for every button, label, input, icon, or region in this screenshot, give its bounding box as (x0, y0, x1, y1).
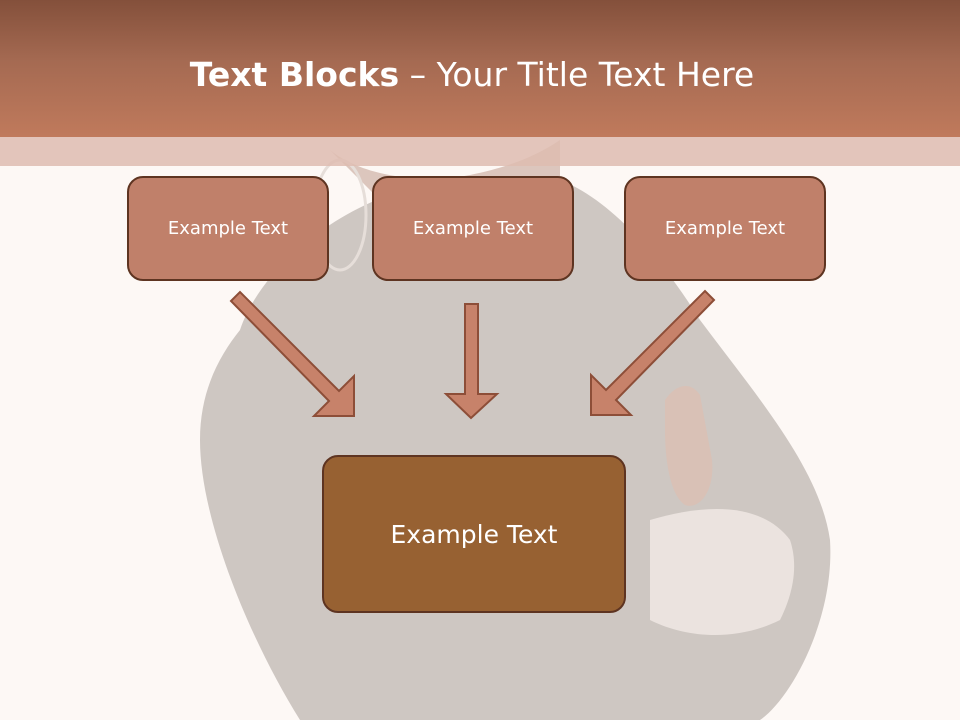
photo-cuff (650, 508, 795, 635)
text-block-1-label: Example Text (167, 218, 289, 239)
title-bold: Text Blocks (189, 55, 400, 94)
text-block-1[interactable]: Example Text (127, 176, 329, 281)
main-text-block[interactable]: Example Text (322, 455, 626, 613)
title-rest: – Your Title Text Here (399, 55, 755, 94)
photo-hand (665, 385, 713, 506)
main-text-block-label: Example Text (390, 519, 558, 549)
text-block-2-label: Example Text (412, 218, 534, 239)
arrow-center (443, 303, 500, 420)
header-band (0, 137, 960, 166)
arrow-left (229, 290, 355, 417)
title-header (0, 0, 960, 137)
text-block-2[interactable]: Example Text (372, 176, 574, 281)
text-block-3-label: Example Text (664, 218, 786, 239)
arrow-right (590, 289, 716, 416)
text-block-3[interactable]: Example Text (624, 176, 826, 281)
slide-title: Text Blocks – Your Title Text Here (0, 52, 944, 98)
